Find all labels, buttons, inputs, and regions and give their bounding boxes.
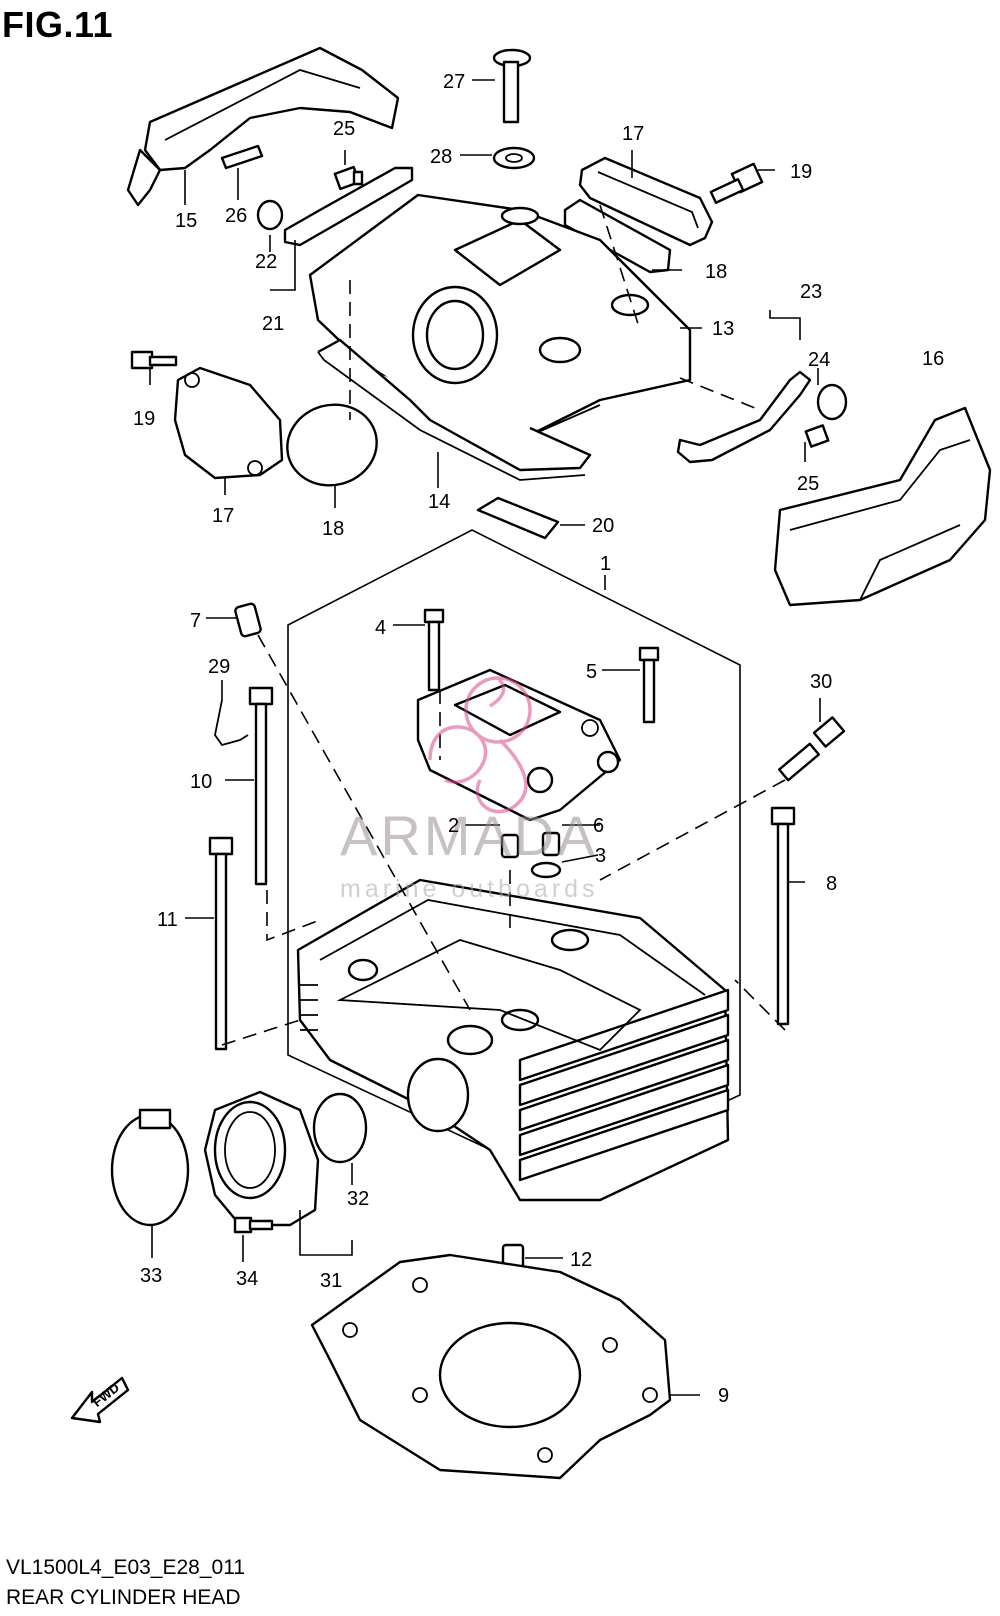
callout-17-right[interactable]: 17: [622, 123, 644, 145]
callout-29[interactable]: 29: [208, 656, 230, 678]
part-24-grommet[interactable]: [816, 383, 848, 421]
callout-3[interactable]: 3: [595, 845, 606, 867]
callout-34[interactable]: 34: [236, 1268, 258, 1290]
part-28-washer[interactable]: [492, 146, 536, 170]
watermark-brand: ARMADA: [340, 804, 598, 867]
callout-19-left[interactable]: 19: [133, 408, 155, 430]
callout-24[interactable]: 24: [808, 349, 830, 371]
leader-lines: [149, 79, 821, 1396]
part-2-dowel[interactable]: [500, 833, 520, 859]
part-19-bolt-left[interactable]: [130, 350, 178, 370]
fwd-arrow: FWD: [70, 1376, 130, 1424]
callout-5[interactable]: 5: [586, 661, 597, 683]
callout-4[interactable]: 4: [375, 617, 386, 639]
figure-title: FIG.11: [2, 4, 114, 45]
callout-25-upper[interactable]: 25: [333, 118, 355, 140]
callout-14[interactable]: 14: [428, 491, 450, 513]
callout-labels: 27 25 17 28 19 15 26 22 18 23 21 13 16 2…: [133, 71, 944, 1407]
part-29-clip[interactable]: [214, 699, 249, 747]
callout-8[interactable]: 8: [826, 873, 837, 895]
part-9-head-gasket[interactable]: [310, 1253, 672, 1480]
callout-13[interactable]: 13: [712, 318, 734, 340]
part-31-intake-pipe[interactable]: [203, 1090, 320, 1227]
part-17-cap-left[interactable]: [173, 366, 284, 480]
callout-1[interactable]: 1: [600, 553, 611, 575]
callout-7[interactable]: 7: [190, 610, 201, 632]
part-17-cap-right[interactable]: [578, 156, 714, 247]
callout-25-lower[interactable]: 25: [797, 473, 819, 495]
callout-32[interactable]: 32: [347, 1188, 369, 1210]
part-26-rubber-pad[interactable]: [220, 144, 264, 170]
callout-33[interactable]: 33: [140, 1265, 162, 1287]
callout-19-right[interactable]: 19: [790, 161, 812, 183]
callout-28[interactable]: 28: [430, 146, 452, 168]
callout-10[interactable]: 10: [190, 771, 212, 793]
part-16-cover-trim-right[interactable]: [773, 406, 992, 607]
callout-18-right[interactable]: 18: [705, 261, 727, 283]
part-3-oring[interactable]: [530, 861, 562, 879]
part-5-bolt[interactable]: [638, 646, 660, 724]
callout-31[interactable]: 31: [320, 1270, 342, 1292]
callout-30[interactable]: 30: [810, 671, 832, 693]
callout-6[interactable]: 6: [593, 815, 604, 837]
callout-18-left[interactable]: 18: [322, 518, 344, 540]
watermark: ARMADA marine outboards: [340, 676, 599, 903]
part-20-small-gasket[interactable]: [476, 496, 560, 540]
part-34-bolt[interactable]: [233, 1216, 274, 1234]
callout-11[interactable]: 11: [157, 909, 178, 931]
part-14-cover-gasket[interactable]: [317, 338, 592, 472]
part-18-oring-left[interactable]: [278, 395, 386, 496]
callout-12[interactable]: 12: [570, 1249, 592, 1271]
callout-27[interactable]: 27: [443, 71, 465, 93]
part-32-oring[interactable]: [312, 1092, 368, 1164]
part-4-bolt[interactable]: [423, 608, 445, 692]
watermark-logo: [428, 676, 532, 814]
callout-2[interactable]: 2: [448, 815, 459, 837]
watermark-tagline: marine outboards: [340, 875, 599, 903]
part-27-bolt[interactable]: [492, 48, 532, 124]
part-30-spark-plug[interactable]: [777, 716, 846, 782]
callout-16[interactable]: 16: [922, 348, 944, 370]
part-23-bracket-right[interactable]: [676, 370, 812, 464]
part-11-long-bolt[interactable]: [208, 836, 234, 1051]
part-7-stud[interactable]: [234, 602, 262, 638]
figure-code: VL1500L4_E03_E28_011: [6, 1556, 246, 1579]
callout-22[interactable]: 22: [255, 251, 277, 273]
camshaft-holder[interactable]: [416, 668, 622, 822]
part-25-bolt-lower[interactable]: [804, 424, 830, 448]
part-33-clamp[interactable]: [110, 1108, 190, 1227]
part-6-dowel[interactable]: [541, 831, 561, 857]
callout-21[interactable]: 21: [262, 313, 284, 335]
part-25-bolt-upper[interactable]: [333, 165, 364, 191]
part-8-long-bolt[interactable]: [770, 806, 796, 1026]
part-21-bracket-left[interactable]: [283, 166, 414, 247]
callout-15[interactable]: 15: [175, 210, 197, 232]
part-13-valve-cover[interactable]: [308, 193, 692, 442]
callout-23[interactable]: 23: [800, 281, 822, 303]
callout-26[interactable]: 26: [225, 205, 247, 227]
part-10-long-bolt[interactable]: [248, 686, 274, 886]
cylinder-head[interactable]: [296, 878, 730, 1202]
callout-20[interactable]: 20: [592, 515, 614, 537]
part-1-assembly-outline: [287, 529, 741, 1181]
alignment-lines: [221, 204, 786, 1046]
callout-9[interactable]: 9: [718, 1385, 729, 1407]
callout-17-left[interactable]: 17: [212, 505, 234, 527]
part-19-bolt-right[interactable]: [709, 162, 764, 204]
part-15-cover-trim-left[interactable]: [126, 46, 400, 207]
figure-name: REAR CYLINDER HEAD: [6, 1586, 241, 1609]
part-22-grommet[interactable]: [256, 199, 284, 231]
